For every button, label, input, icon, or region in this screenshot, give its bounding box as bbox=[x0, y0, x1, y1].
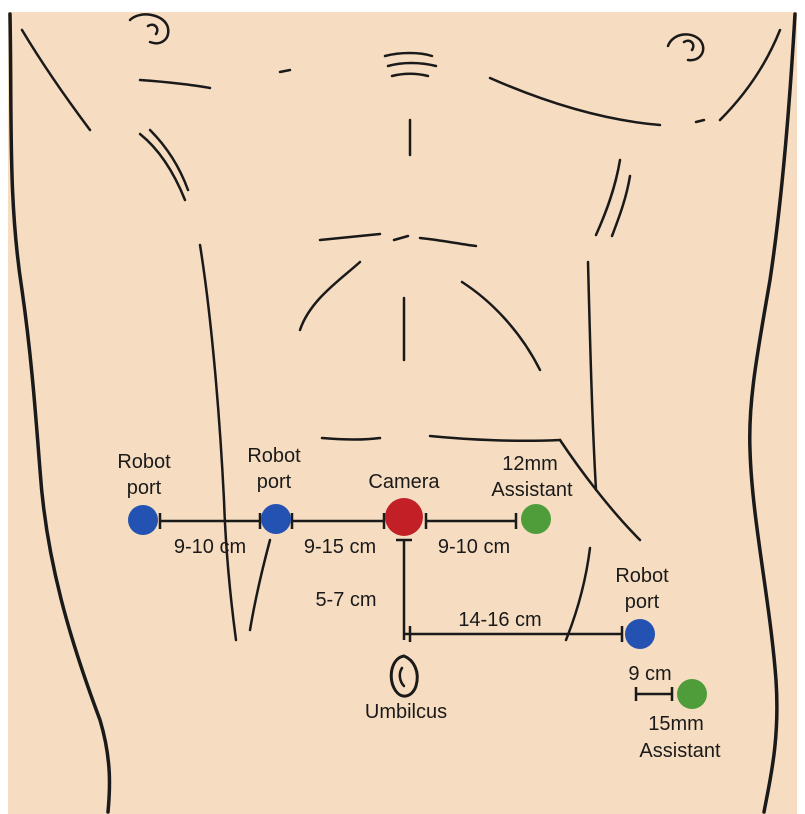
left-pec-line bbox=[138, 78, 212, 90]
torso-right-outline bbox=[748, 12, 797, 814]
robot-port-right-marker bbox=[625, 619, 655, 649]
robot-port-mid-marker bbox=[261, 504, 291, 534]
left-nipple bbox=[128, 13, 170, 45]
robot-port-right-label-2: port bbox=[625, 591, 660, 613]
umbilicus-icon bbox=[389, 654, 419, 698]
left-flank-line bbox=[198, 243, 238, 642]
camera-port-marker bbox=[385, 498, 423, 536]
lower-abs-line-right bbox=[428, 434, 562, 443]
right-rib-line-2 bbox=[610, 174, 632, 238]
robot-port-left-marker bbox=[128, 505, 158, 535]
right-shoulder-line bbox=[718, 28, 782, 122]
right-pec-line bbox=[488, 76, 662, 127]
robot-port-left-label-1: Robot bbox=[117, 451, 171, 473]
measurement-lines bbox=[158, 513, 674, 701]
assistant-15mm-label-1: 15mm bbox=[648, 713, 704, 735]
dist-robot-assistant15: 9 cm bbox=[628, 663, 671, 685]
torso-left-outline bbox=[8, 12, 112, 814]
ports bbox=[128, 498, 707, 709]
robot-port-right-label-1: Robot bbox=[615, 565, 669, 587]
camera-label: Camera bbox=[368, 471, 440, 493]
left-rib-line-2 bbox=[148, 128, 190, 192]
sternum-marks bbox=[278, 51, 438, 78]
right-chest-dash bbox=[694, 118, 706, 124]
assistant-12mm-label-2: Assistant bbox=[491, 479, 573, 501]
robot-port-mid-label-2: port bbox=[257, 471, 292, 493]
assistant-12mm-label-1: 12mm bbox=[502, 453, 558, 475]
dist-camera-assistant: 9-10 cm bbox=[438, 536, 510, 558]
robot-port-mid-label-1: Robot bbox=[247, 445, 301, 467]
labels: Robot port Robot port Camera 12mm Assist… bbox=[117, 445, 721, 762]
dist-camera-umbilicus: 5-7 cm bbox=[315, 589, 376, 611]
umbilicus-label: Umbilcus bbox=[365, 701, 447, 723]
right-ab-curve bbox=[460, 280, 542, 372]
right-lower-line bbox=[564, 546, 592, 642]
left-shoulder-line bbox=[20, 28, 92, 132]
assistant-15mm-label-2: Assistant bbox=[639, 740, 721, 762]
dist-robot-camera: 9-15 cm bbox=[304, 536, 376, 558]
right-rib-line bbox=[594, 158, 622, 237]
right-flank-line bbox=[558, 260, 642, 542]
dist-robot-robot: 9-10 cm bbox=[174, 536, 246, 558]
left-ab-curve bbox=[298, 260, 362, 332]
right-nipple bbox=[666, 33, 705, 62]
left-rib-line-1 bbox=[138, 132, 187, 202]
assistant-12mm-marker bbox=[521, 504, 551, 534]
upper-abs-line bbox=[318, 232, 478, 248]
assistant-15mm-marker bbox=[677, 679, 707, 709]
robot-port-left-label-2: port bbox=[127, 477, 162, 499]
torso-skin bbox=[8, 12, 797, 814]
lower-abs-line-left bbox=[320, 436, 382, 441]
left-lower-curve bbox=[248, 538, 272, 632]
torso bbox=[8, 12, 797, 814]
dist-umbilicus-robot: 14-16 cm bbox=[458, 609, 541, 631]
